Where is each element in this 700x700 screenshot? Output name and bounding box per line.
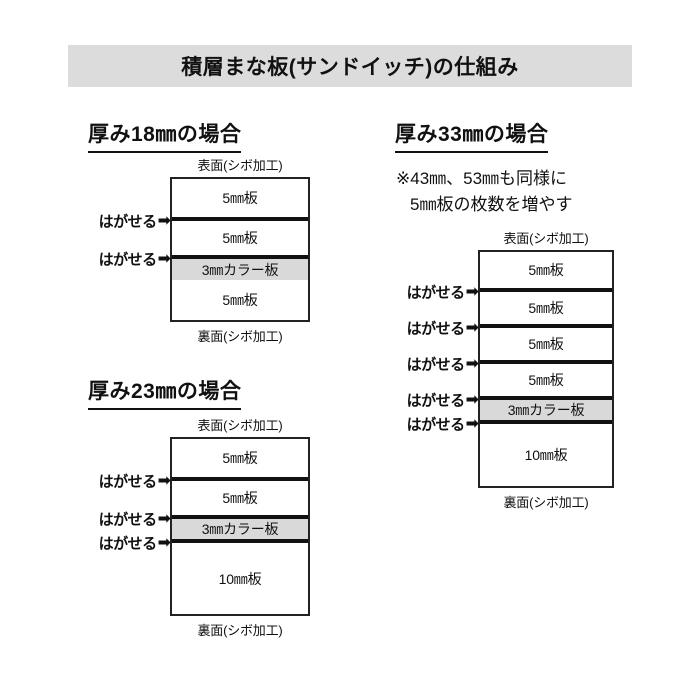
layer-label: 5㎜板 (222, 190, 258, 206)
peelable-label: はがせる (98, 213, 158, 231)
peelable-label: はがせる (406, 320, 466, 338)
peelable-label: はがせる (98, 251, 158, 269)
peelable-label: はがせる (406, 416, 466, 434)
arrow-right-icon: ➡ (157, 212, 171, 229)
layer-label: 10㎜板 (218, 570, 262, 587)
front-face-label: 表面(シボ加工) (197, 418, 283, 433)
peelable-label: はがせる (98, 511, 158, 529)
layer-label: 10㎜板 (524, 447, 568, 463)
arrow-right-icon: ➡ (157, 534, 171, 551)
peelable-marker: はがせる➡ (407, 282, 479, 303)
section-heading-33mm: 厚み33㎜の場合 (395, 118, 549, 153)
arrow-right-icon: ➡ (465, 283, 479, 300)
peelable-label: はがせる (406, 284, 466, 302)
layer-board: 5㎜板 (172, 477, 308, 515)
arrow-right-icon: ➡ (465, 355, 479, 372)
note-line-2: 5㎜板の枚数を増やす (410, 194, 573, 214)
back-face-label: 裏面(シボ加工) (197, 623, 283, 638)
peelable-marker: はがせる➡ (99, 211, 171, 232)
layer-board: 5㎜板 (172, 217, 308, 255)
front-face-label: 表面(シボ加工) (503, 231, 589, 246)
layer-label: 3㎜カラー板 (507, 402, 585, 418)
section-heading-18mm: 厚み18㎜の場合 (88, 118, 242, 153)
back-face-label: 裏面(シボ加工) (197, 329, 283, 344)
layer-board: 5㎜板 (172, 179, 308, 217)
layer-board: 5㎜板 (480, 288, 612, 324)
arrow-right-icon: ➡ (157, 472, 171, 489)
peelable-marker: はがせる➡ (99, 533, 171, 554)
layer-label: 5㎜板 (222, 450, 258, 466)
layer-board: 5㎜板 (172, 439, 308, 477)
peelable-marker: はがせる➡ (99, 249, 171, 270)
layer-label: 3㎜カラー板 (201, 261, 279, 278)
peelable-label: はがせる (98, 473, 158, 491)
layer-board: 10㎜板 (172, 539, 308, 614)
peelable-marker: はがせる➡ (407, 354, 479, 375)
layer-board: 5㎜板 (480, 252, 612, 288)
note-43-53mm: ※43㎜、53㎜も同様に 5㎜板の枚数を増やす (396, 166, 572, 217)
layer-label: 5㎜板 (222, 292, 258, 308)
arrow-right-icon: ➡ (157, 510, 171, 527)
layer-label: 5㎜板 (528, 300, 564, 316)
layer-label: 5㎜板 (528, 262, 564, 278)
title-banner: 積層まな板(サンドイッチ)の仕組み (68, 45, 632, 87)
layer-label: 5㎜板 (222, 230, 258, 246)
layer-color-board: 3㎜カラー板 (480, 396, 612, 420)
back-face-label: 裏面(シボ加工) (503, 495, 589, 510)
peelable-marker: はがせる➡ (407, 390, 479, 411)
peelable-marker: はがせる➡ (99, 509, 171, 530)
layer-board: 5㎜板 (480, 324, 612, 360)
layer-color-board: 3㎜カラー板 (172, 255, 308, 280)
arrow-right-icon: ➡ (157, 250, 171, 267)
section-heading-23mm: 厚み23㎜の場合 (88, 375, 242, 410)
layer-board: 10㎜板 (480, 420, 612, 486)
peelable-label: はがせる (406, 392, 466, 410)
peelable-marker: はがせる➡ (99, 471, 171, 492)
arrow-right-icon: ➡ (465, 319, 479, 336)
arrow-right-icon: ➡ (465, 415, 479, 432)
layer-label: 5㎜板 (222, 490, 258, 506)
note-line-1: ※43㎜、53㎜も同様に (396, 169, 568, 188)
layer-label: 3㎜カラー板 (201, 521, 279, 537)
page-title: 積層まな板(サンドイッチ)の仕組み (181, 56, 519, 79)
peelable-label: はがせる (406, 356, 466, 374)
layer-board: 5㎜板 (480, 360, 612, 396)
layer-label: 5㎜板 (528, 372, 564, 388)
front-face-label: 表面(シボ加工) (197, 158, 283, 173)
layer-label: 5㎜板 (528, 336, 564, 352)
peelable-marker: はがせる➡ (407, 414, 479, 435)
layer-board: 5㎜板 (172, 280, 308, 320)
layer-color-board: 3㎜カラー板 (172, 515, 308, 539)
peelable-marker: はがせる➡ (407, 318, 479, 339)
peelable-label: はがせる (98, 535, 158, 553)
arrow-right-icon: ➡ (465, 391, 479, 408)
